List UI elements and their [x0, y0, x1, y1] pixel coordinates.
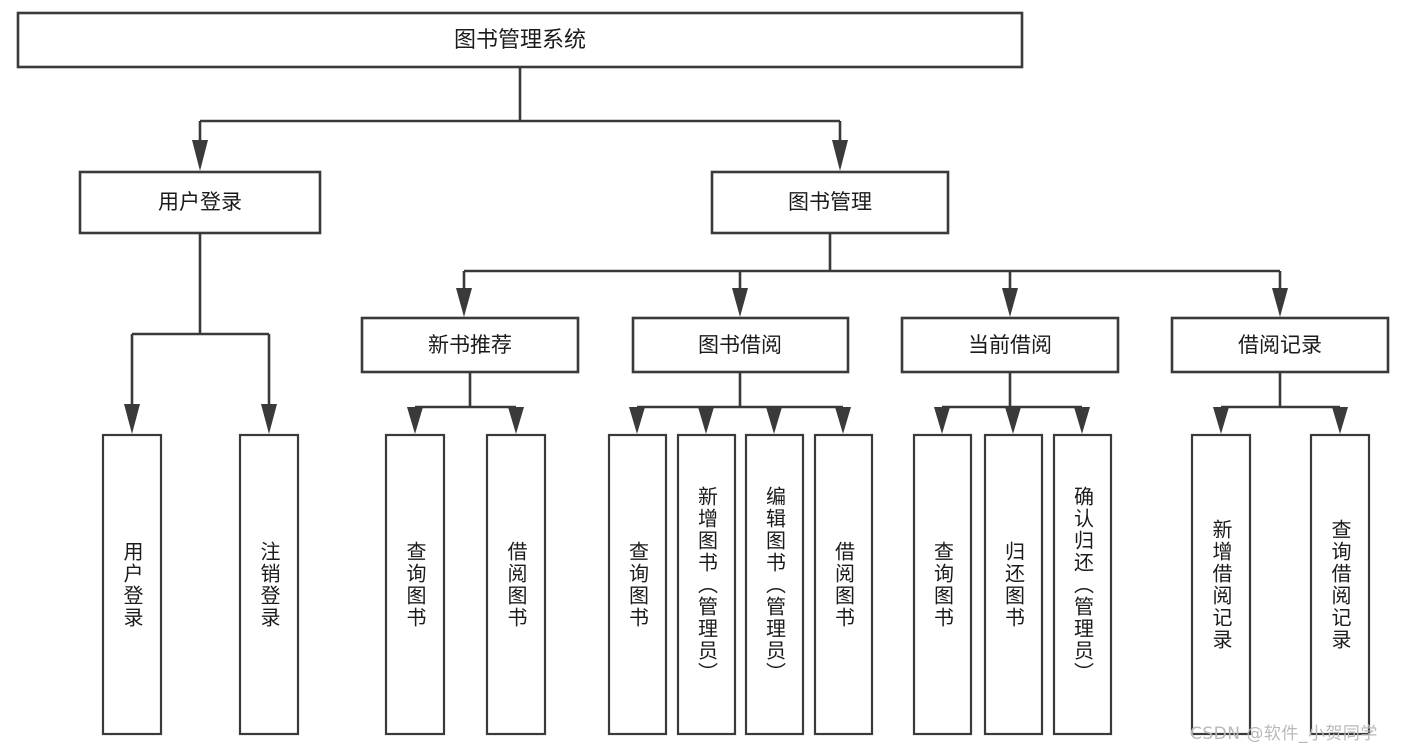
node-borrow-record-box[interactable]: [1170, 316, 1390, 374]
arrowhead-new-book-recommend: [456, 288, 472, 317]
node-root-box[interactable]: [16, 11, 1024, 69]
leaf-borrow-book-box[interactable]: [813, 433, 874, 736]
node-book-manage-label: 图书管理: [788, 190, 872, 214]
node-book-borrow[interactable]: 图书借阅: [631, 316, 850, 374]
arrowhead-leaf-query-book-recommend: [407, 407, 423, 434]
node-borrow-record[interactable]: 借阅记录: [1170, 316, 1390, 374]
leaf-query-book-current-box[interactable]: [912, 433, 973, 736]
node-new-book-recommend-label: 新书推荐: [428, 333, 512, 357]
node-current-borrow-box[interactable]: [900, 316, 1120, 374]
arrowhead-borrow-record: [1272, 288, 1288, 317]
arrowhead-leaf-user-login: [124, 404, 140, 434]
leaf-borrow-book-recommend-box[interactable]: [485, 433, 547, 736]
leaf-edit-book-box[interactable]: [744, 433, 805, 736]
node-root[interactable]: 图书管理系统: [16, 11, 1024, 69]
node-current-borrow-label: 当前借阅: [968, 333, 1052, 357]
arrowhead-leaf-borrow-book-recommend: [508, 407, 524, 434]
leaf-query-book-recommend-box[interactable]: [384, 433, 446, 736]
arrowhead-leaf-confirm-return: [1074, 407, 1090, 434]
leaf-boxes: [101, 433, 1371, 736]
leaf-query-book-borrow-box[interactable]: [607, 433, 668, 736]
node-new-book-recommend-box[interactable]: [360, 316, 580, 374]
leaf-add-book-box[interactable]: [676, 433, 737, 736]
csdn-watermark: CSDN @软件_小贺同学: [1190, 724, 1378, 744]
arrowhead-leaf-add-book: [698, 407, 714, 434]
leaf-confirm-return-box[interactable]: [1052, 433, 1113, 736]
arrowhead-leaf-add-borrow-record: [1213, 407, 1229, 434]
node-book-borrow-label: 图书借阅: [698, 333, 782, 357]
arrowhead-book-borrow: [732, 288, 748, 317]
node-root-label: 图书管理系统: [454, 28, 586, 53]
node-user-login-label: 用户登录: [158, 190, 242, 214]
node-user-login[interactable]: 用户登录: [78, 170, 322, 235]
node-book-manage-box[interactable]: [710, 170, 950, 235]
arrowhead-current-borrow: [1002, 288, 1018, 317]
leaf-query-borrow-record-box[interactable]: [1309, 433, 1371, 736]
leaf-logout-box[interactable]: [238, 433, 300, 736]
node-book-manage[interactable]: 图书管理: [710, 170, 950, 235]
arrowhead-user-login: [192, 140, 208, 171]
arrowhead-leaf-query-book-current: [934, 407, 950, 434]
leaf-user-login-box[interactable]: [101, 433, 163, 736]
connector-edges: [124, 67, 1348, 434]
arrowhead-leaf-query-borrow-record: [1332, 407, 1348, 434]
node-borrow-record-label: 借阅记录: [1238, 333, 1322, 357]
arrowhead-leaf-logout: [261, 404, 277, 434]
leaf-add-borrow-record-box[interactable]: [1190, 433, 1252, 736]
node-user-login-box[interactable]: [78, 170, 322, 235]
node-book-borrow-box[interactable]: [631, 316, 850, 374]
leaf-return-book-box[interactable]: [983, 433, 1044, 736]
arrowhead-leaf-return-book: [1005, 407, 1021, 434]
arrowhead-leaf-query-book-borrow: [629, 407, 645, 434]
arrowhead-leaf-borrow-book: [835, 407, 851, 434]
node-new-book-recommend[interactable]: 新书推荐: [360, 316, 580, 374]
node-current-borrow[interactable]: 当前借阅: [900, 316, 1120, 374]
arrowhead-leaf-edit-book: [766, 407, 782, 434]
arrowhead-book-manage: [832, 140, 848, 171]
